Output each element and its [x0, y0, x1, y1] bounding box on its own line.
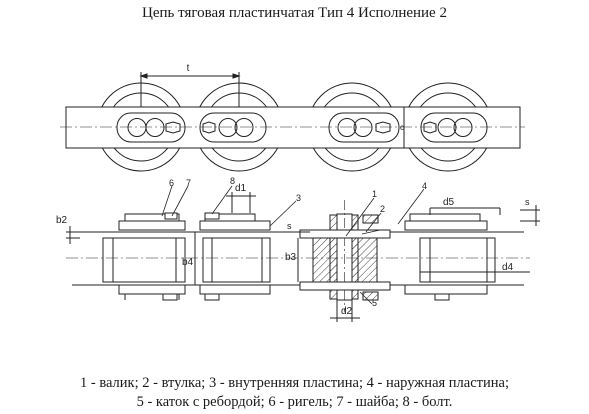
- dim-d5-label: d5: [443, 197, 455, 208]
- dim-d1: d1: [226, 183, 256, 213]
- dim-d5: d5: [429, 197, 501, 215]
- top-view: t: [60, 63, 525, 172]
- side-view: b2 b4 b3 d1 s: [56, 176, 540, 322]
- dim-b4: b4: [182, 232, 196, 285]
- dim-b4-label: b4: [182, 257, 194, 268]
- dim-d4-label: d4: [502, 262, 514, 273]
- dim-s-right-label: s: [525, 197, 530, 207]
- dim-d2: d2: [330, 300, 360, 322]
- dim-d1-label: d1: [235, 183, 247, 194]
- dim-b3: b3: [285, 238, 299, 282]
- dim-b3-label: b3: [285, 252, 297, 263]
- dim-d4: d4: [419, 262, 530, 282]
- link-plate-4: [420, 112, 488, 143]
- callout-4: 4: [422, 181, 427, 191]
- callout-1: 1: [372, 189, 377, 199]
- left-roller-unit: [102, 212, 186, 301]
- dim-d2-label: d2: [341, 306, 353, 317]
- link-plate-1: [116, 112, 186, 143]
- callout-3: 3: [296, 193, 301, 203]
- dim-t-label: t: [187, 63, 190, 74]
- plate-band: [65, 106, 521, 149]
- legend-line-2: 5 - каток с ребордой; 6 - ригель; 7 - ша…: [136, 394, 453, 410]
- callout-6: 6: [169, 178, 174, 188]
- callout-2: 2: [380, 204, 385, 214]
- callout-leaders: [161, 185, 425, 305]
- callout-5: 5: [372, 298, 377, 308]
- legend-line-1: 1 - валик; 2 - втулка; 3 - внутренняя пл…: [80, 375, 509, 391]
- callout-7: 7: [186, 178, 191, 188]
- link-plate-2: [199, 112, 267, 143]
- dim-b2-label: b2: [56, 215, 68, 226]
- dim-c-label: c: [400, 123, 404, 132]
- dim-c: c: [400, 106, 408, 149]
- link-plate-3: [328, 112, 400, 143]
- dim-s-left: s: [286, 221, 310, 233]
- second-roller-unit: [199, 212, 271, 301]
- dim-s-right: s: [520, 197, 540, 226]
- drawing-title: Цепь тяговая пластинчатая Тип 4 Исполнен…: [142, 5, 447, 21]
- dim-b2: b2: [56, 215, 80, 244]
- section-unit: [299, 200, 391, 312]
- callout-8: 8: [230, 176, 235, 186]
- right-roller-unit: [404, 213, 496, 301]
- dim-s-left-label: s: [287, 221, 292, 231]
